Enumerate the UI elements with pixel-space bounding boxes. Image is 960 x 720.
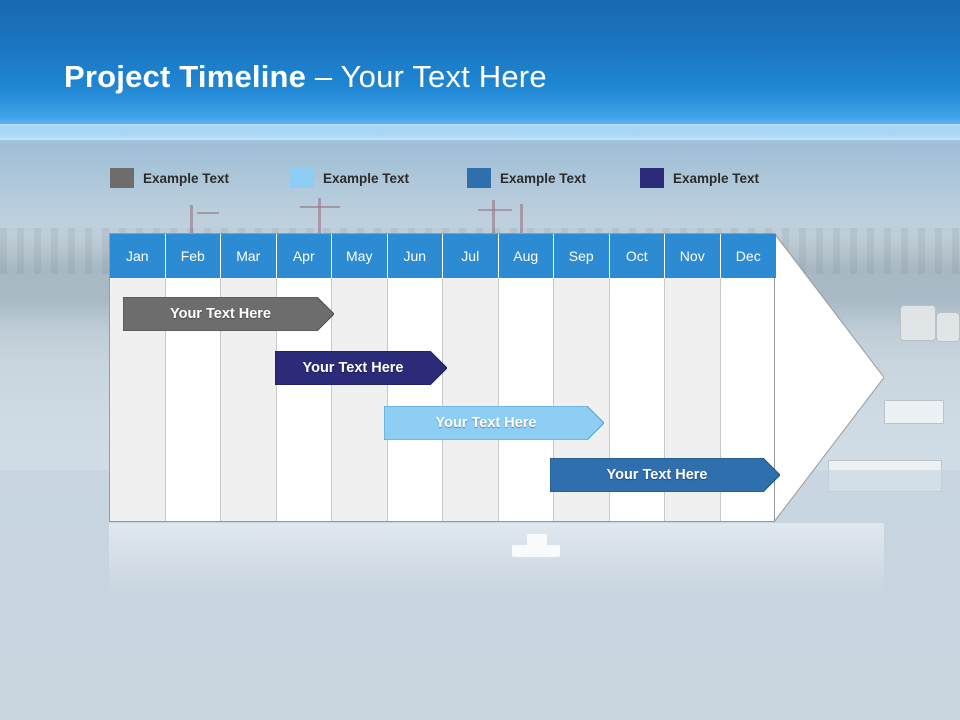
background-boat-hull <box>512 545 560 557</box>
month-label-jun: Jun <box>403 248 427 264</box>
legend-swatch-3 <box>467 168 491 188</box>
task-bar-2-label: Your Text Here <box>302 360 404 376</box>
legend-label-2: Example Text <box>323 170 410 186</box>
month-label-jul: Jul <box>461 248 480 264</box>
background-boat-cabin <box>527 534 547 546</box>
month-label-apr: Apr <box>292 248 315 264</box>
timeline-column-oct <box>610 234 665 521</box>
legend-swatch-2 <box>290 168 314 188</box>
legend-label-4: Example Text <box>673 170 760 186</box>
month-label-mar: Mar <box>236 248 261 264</box>
timeline-chart: Jan Feb Mar Apr May Jun Jul Aug Sep Oct … <box>109 233 884 523</box>
page-title: Project Timeline – Your Text Here <box>64 59 547 95</box>
legend-swatch-1 <box>110 168 134 188</box>
month-header-jun[interactable]: Jun <box>387 234 443 278</box>
task-bar-4-label: Your Text Here <box>606 467 708 483</box>
month-label-dec: Dec <box>735 248 761 264</box>
month-header-aug[interactable]: Aug <box>498 234 554 278</box>
page-title-light: Your Text Here <box>340 59 547 94</box>
month-header-mar[interactable]: Mar <box>221 234 277 278</box>
legend: Example Text Example Text Example Text E… <box>110 168 830 194</box>
month-label-sep: Sep <box>568 248 594 264</box>
timeline-column-aug <box>499 234 554 521</box>
month-header-feb[interactable]: Feb <box>165 234 221 278</box>
month-header-jul[interactable]: Jul <box>443 234 499 278</box>
timeline-header-row: Jan Feb Mar Apr May Jun Jul Aug Sep Oct … <box>110 234 776 278</box>
month-header-oct[interactable]: Oct <box>609 234 665 278</box>
background-tank-2 <box>936 312 960 342</box>
timeline-column-feb <box>166 234 221 521</box>
background-crane-3 <box>318 198 321 246</box>
background-crane-2 <box>197 212 219 214</box>
task-bar-2-shape <box>275 351 447 385</box>
legend-label-3: Example Text <box>500 170 587 186</box>
month-label-oct: Oct <box>625 248 648 264</box>
task-bar-4[interactable]: Your Text Here <box>550 458 780 492</box>
month-header-sep[interactable]: Sep <box>554 234 610 278</box>
page-title-bold: Project Timeline <box>64 59 307 94</box>
legend-item-4[interactable]: Example Text <box>640 168 759 188</box>
task-bar-1-label: Your Text Here <box>170 306 271 322</box>
background-tank-1 <box>900 305 936 341</box>
timeline-column-jul <box>443 234 499 521</box>
month-header-may[interactable]: May <box>332 234 388 278</box>
background-shed-2 <box>884 400 944 424</box>
header-band <box>0 0 960 140</box>
month-header-nov[interactable]: Nov <box>665 234 721 278</box>
task-bar-3-shape <box>384 406 604 440</box>
task-bar-3[interactable]: Your Text Here <box>384 406 604 440</box>
timeline-column-jan <box>110 234 166 521</box>
month-label-aug: Aug <box>513 248 539 264</box>
task-bar-3-label: Your Text Here <box>435 415 537 431</box>
legend-swatch-4 <box>640 168 664 188</box>
month-label-may: May <box>346 248 373 264</box>
month-header-jan[interactable]: Jan <box>110 234 166 278</box>
task-bar-1[interactable]: Your Text Here <box>123 297 334 331</box>
legend-item-3[interactable]: Example Text <box>467 168 586 188</box>
month-label-jan: Jan <box>125 248 149 264</box>
task-bar-1-shape <box>123 297 334 331</box>
background-crane-6 <box>478 209 512 211</box>
background-crane-7 <box>520 204 523 246</box>
timeline-grid: Jan Feb Mar Apr May Jun Jul Aug Sep Oct … <box>109 233 776 522</box>
page-title-separator: – <box>306 59 341 94</box>
month-label-feb: Feb <box>180 248 205 264</box>
background-crane-4 <box>300 206 340 208</box>
month-label-nov: Nov <box>679 248 705 264</box>
month-header-apr[interactable]: Apr <box>276 234 332 278</box>
task-bar-4-shape <box>550 458 780 492</box>
background-crane-1 <box>190 205 193 245</box>
legend-item-1[interactable]: Example Text <box>110 168 229 188</box>
timeline-column-jun <box>388 234 443 521</box>
timeline-arrow-head <box>774 233 884 522</box>
task-bar-2[interactable]: Your Text Here <box>275 351 447 385</box>
month-header-dec[interactable]: Dec <box>720 234 776 278</box>
background-crane-5 <box>492 200 495 246</box>
legend-label-1: Example Text <box>143 170 230 186</box>
legend-item-2[interactable]: Example Text <box>290 168 409 188</box>
header-fade <box>0 124 960 146</box>
